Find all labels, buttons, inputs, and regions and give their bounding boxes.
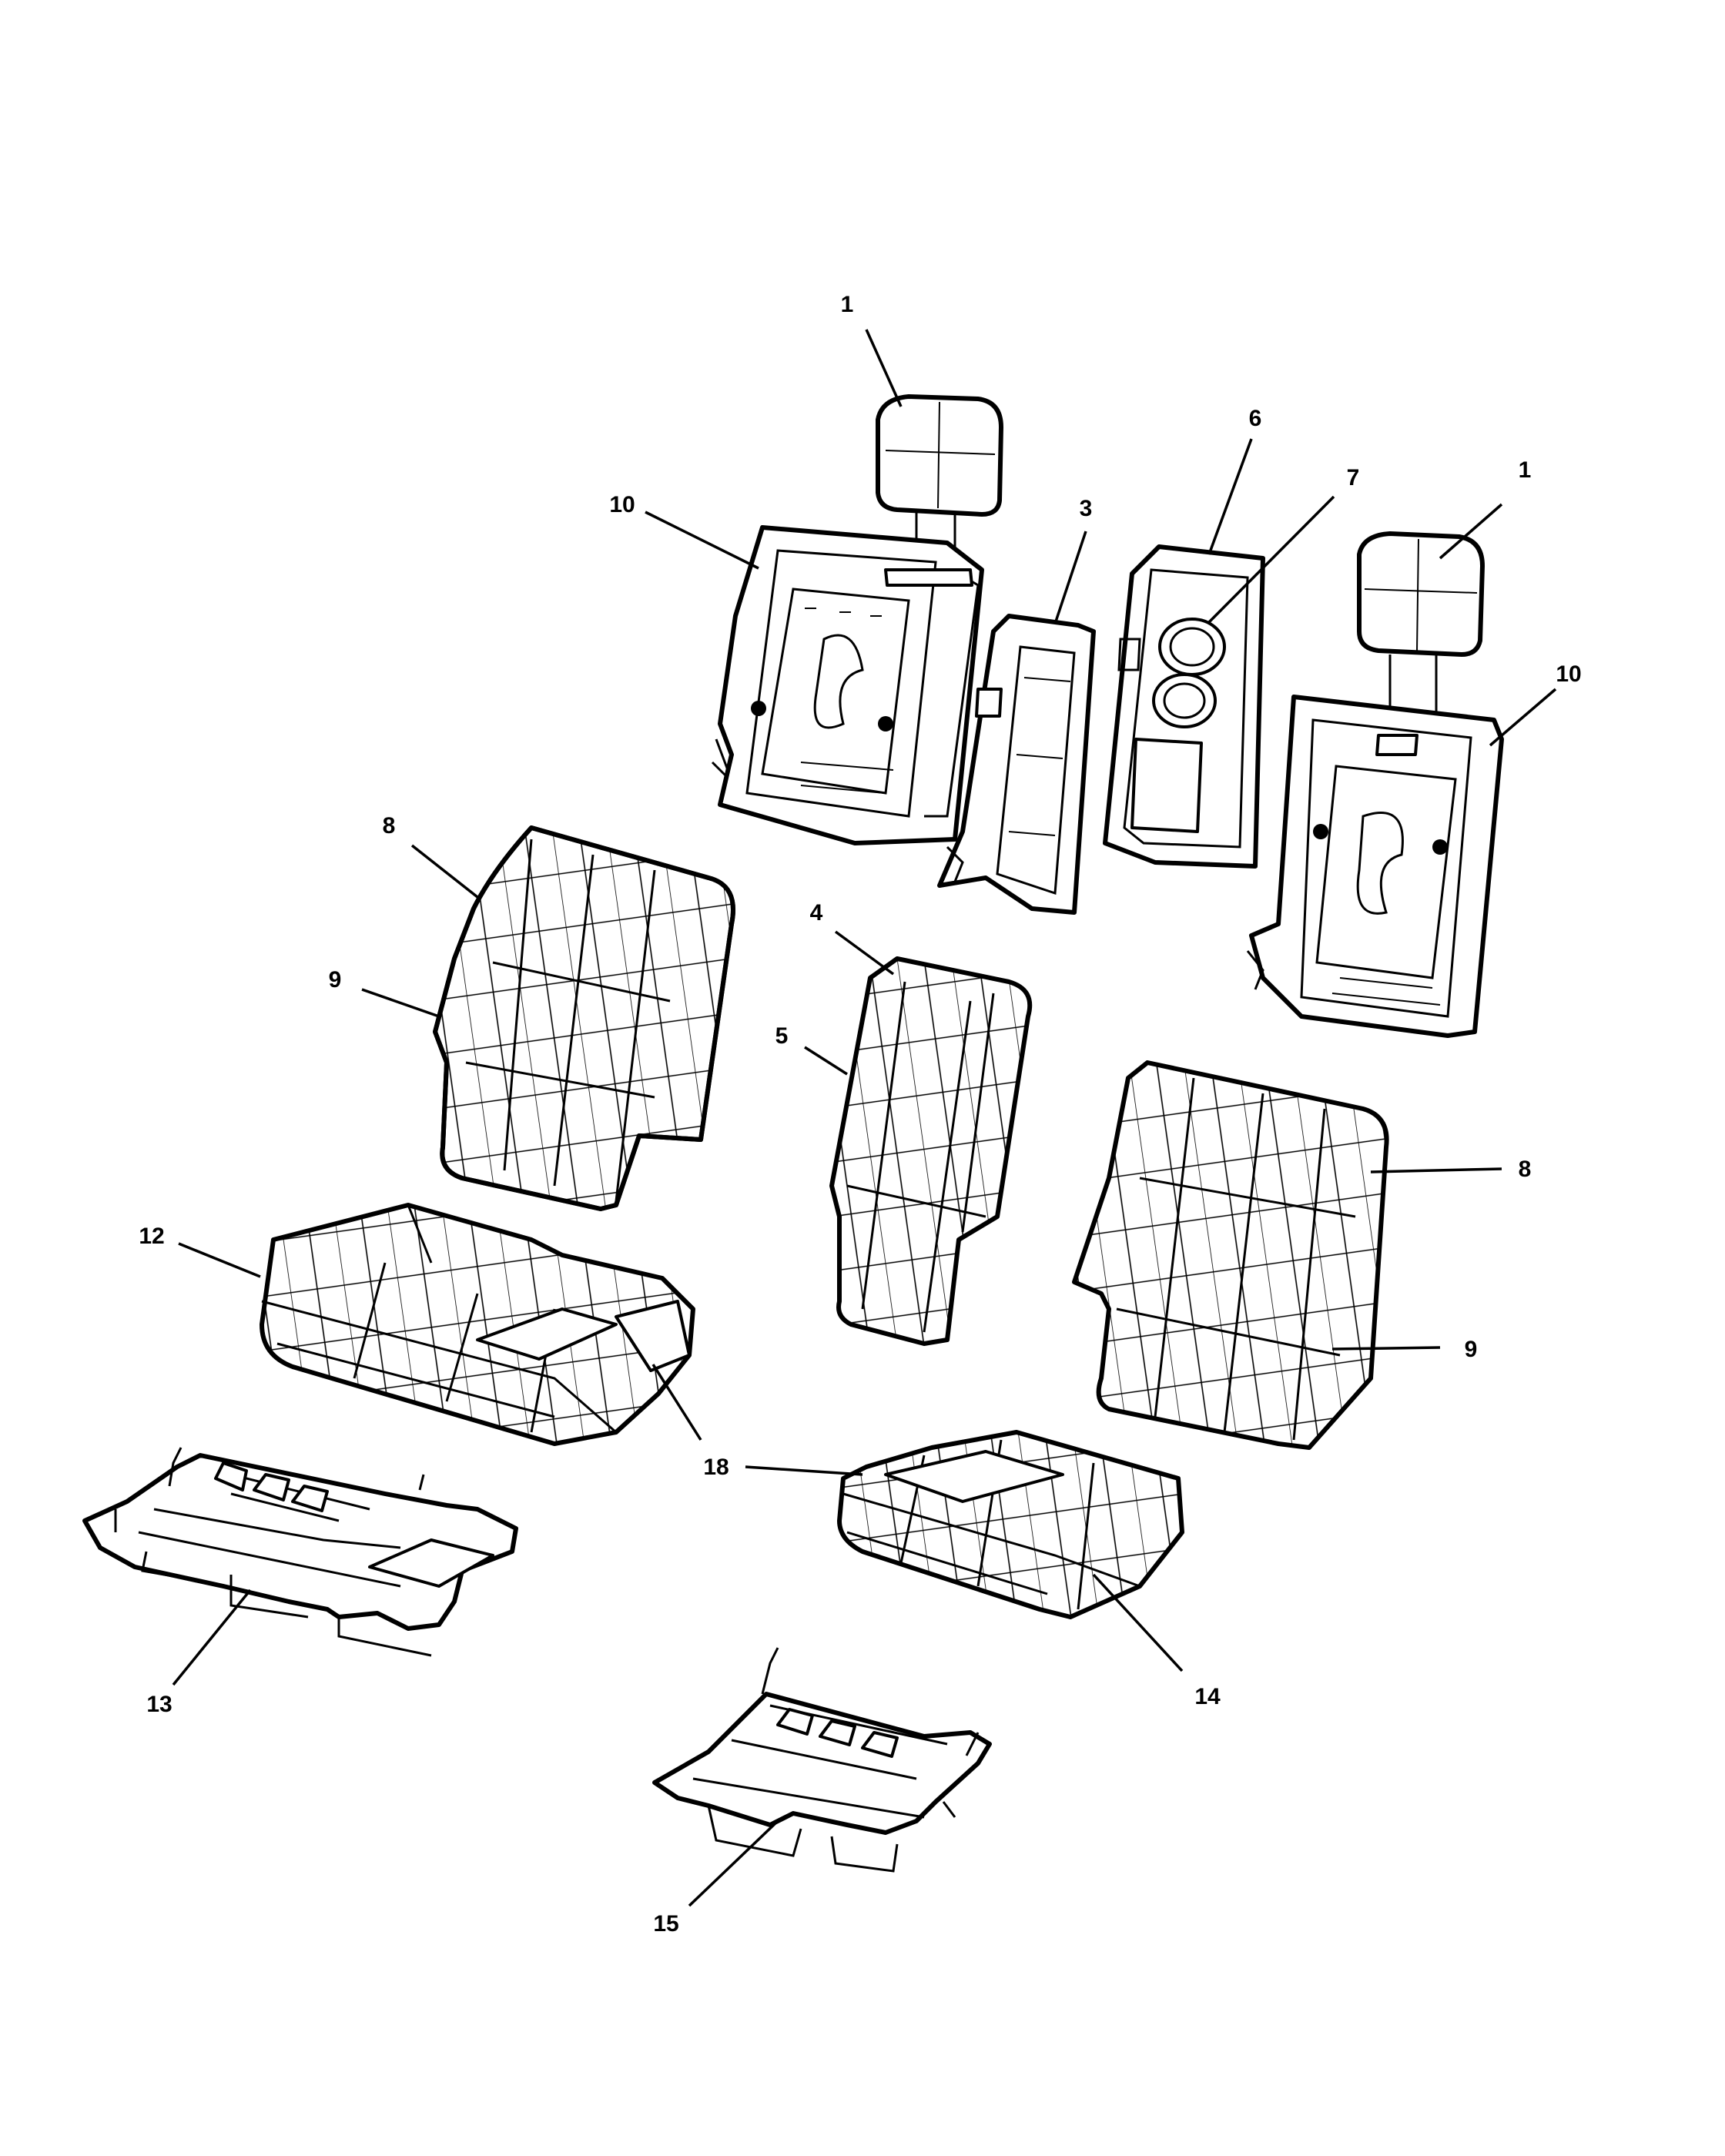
callout-14: 14 [1194, 1684, 1221, 1709]
callout-1-left: 1 [841, 292, 854, 317]
seatback-cushion-left [433, 825, 735, 1211]
leader-15 [688, 1820, 779, 1907]
seatback-frame-right [1246, 695, 1504, 1038]
leader-13 [172, 1589, 252, 1686]
armrest-cupholder-tray [1103, 544, 1265, 869]
callout-15: 15 [653, 1911, 678, 1937]
center-seat-cushion [829, 956, 1033, 1346]
leader-1-right [1439, 503, 1503, 560]
leader-18-a [745, 1465, 863, 1476]
callout-6: 6 [1249, 406, 1262, 431]
leader-8-left [410, 844, 479, 899]
leader-3 [1053, 531, 1087, 624]
leader-10-right [1489, 688, 1557, 747]
leader-4 [834, 930, 895, 976]
callout-7: 7 [1347, 465, 1360, 490]
callout-10-right: 10 [1556, 661, 1581, 687]
seatback-cushion-right [1072, 1060, 1389, 1450]
leader-6 [1208, 438, 1253, 555]
leader-7 [1206, 495, 1335, 625]
leader-9-left [361, 988, 440, 1018]
leader-18-b [651, 1364, 702, 1441]
seat-cushion-left [260, 1203, 695, 1446]
leader-lines [172, 329, 1557, 1907]
callout-9-left: 9 [329, 967, 342, 993]
seat-frame-left [82, 1447, 518, 1657]
callout-5: 5 [775, 1023, 789, 1049]
seat-frame-right [652, 1647, 992, 1873]
leader-8-right [1370, 1167, 1502, 1173]
callout-4: 4 [810, 900, 823, 926]
leader-10-left [645, 511, 759, 570]
callout-labels: 1 1 3 4 5 6 7 8 8 9 9 10 10 12 13 14 15 … [139, 292, 1581, 1937]
armrest-frame [937, 614, 1096, 915]
callout-13: 13 [146, 1692, 172, 1717]
callout-8-right: 8 [1519, 1157, 1532, 1182]
callout-9-right: 9 [1465, 1337, 1478, 1362]
leader-1-left [865, 329, 903, 407]
leader-5 [804, 1046, 848, 1076]
callout-18: 18 [703, 1455, 729, 1480]
callout-1-right: 1 [1519, 457, 1532, 483]
callout-8-left: 8 [383, 813, 396, 839]
leader-14 [1092, 1573, 1184, 1672]
leader-12 [178, 1242, 261, 1278]
callout-12: 12 [139, 1224, 164, 1249]
headrest-right [1357, 531, 1485, 712]
callout-10-left: 10 [609, 492, 635, 517]
seat-cushion-right [837, 1430, 1184, 1619]
leader-9-right [1331, 1346, 1441, 1351]
callout-3: 3 [1080, 496, 1093, 521]
seatback-frame-left [711, 525, 984, 845]
